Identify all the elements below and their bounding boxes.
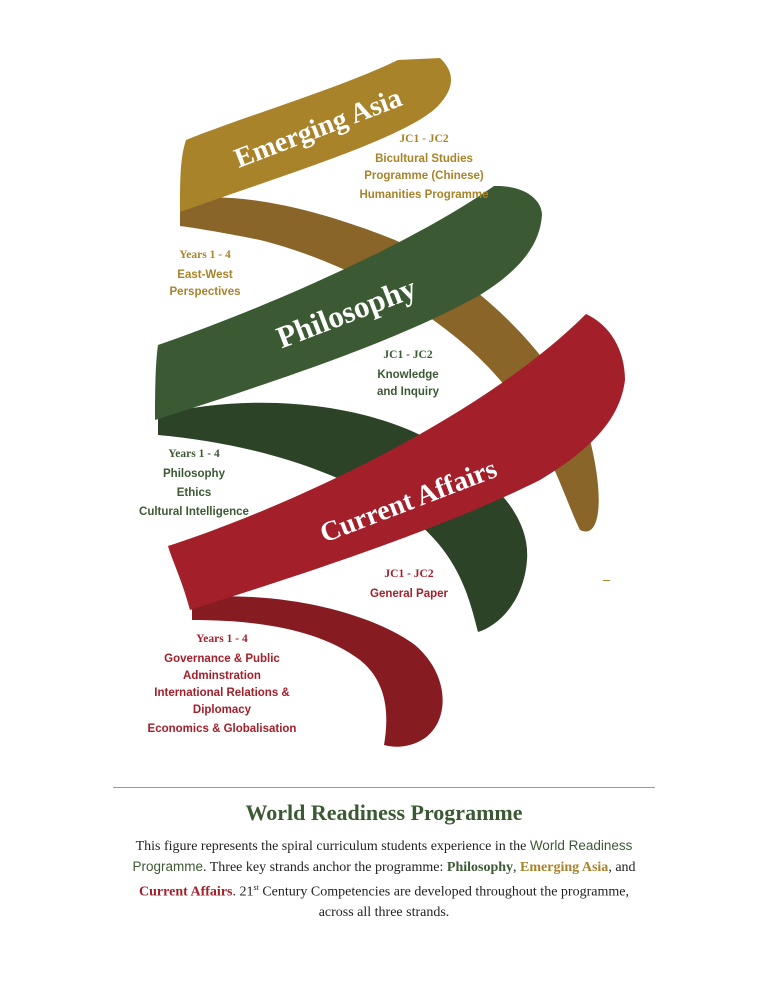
caption-text: Century Competencies are developed throu… (258, 884, 629, 920)
label-item: Humanities Programme (359, 189, 489, 201)
page-title: World Readiness Programme (245, 800, 523, 825)
caption-programme-name: World Readiness Programme (132, 838, 633, 874)
caption-current-affairs: Current Affairs (139, 884, 233, 900)
label-item: Philosophy (163, 468, 225, 480)
philosophy-band (155, 185, 542, 420)
label-item: Governance & Public Adminstration (164, 653, 280, 682)
label-item: International Relations & Diplomacy (154, 687, 290, 716)
caption-text: . 21 (232, 884, 254, 900)
current-affairs-band (168, 314, 625, 610)
philosophy-jc-label: JC1 - JC2 Knowledge and Inquiry (358, 347, 458, 401)
label-heading: Years 1 - 4 (168, 448, 220, 460)
label-item: General Paper (370, 588, 448, 600)
label-heading: JC1 - JC2 (383, 349, 433, 361)
label-heading: Years 1 - 4 (196, 633, 248, 645)
caption-text: , and (608, 860, 636, 875)
emerging-asia-jc-label: JC1 - JC2 Bicultural Studies Programme (… (344, 131, 504, 204)
caption-text: . Three key strands anchor the programme… (203, 860, 447, 875)
label-item: Knowledge and Inquiry (377, 369, 439, 398)
divider (113, 787, 655, 788)
label-item: Bicultural Studies Programme (Chinese) (364, 153, 484, 182)
emerging-asia-band (180, 58, 452, 212)
label-item: East-West Perspectives (169, 269, 241, 298)
caption-superscript: st (253, 883, 259, 892)
philosophy-years-label: Years 1 - 4 Philosophy Ethics Cultural I… (124, 446, 264, 521)
spiral-diagram: Emerging Asia Philosophy Current Affairs (155, 58, 625, 747)
current-affairs-back-band (192, 596, 443, 747)
decorative-tick (603, 580, 610, 581)
caption-text: , (513, 860, 521, 875)
label-item: Economics & Globalisation (147, 723, 297, 735)
label-heading: Years 1 - 4 (179, 249, 231, 261)
caption-text: This figure represents the spiral curric… (135, 839, 530, 854)
caption-philosophy: Philosophy (446, 860, 514, 875)
emerging-asia-years-label: Years 1 - 4 East-West Perspectives (150, 247, 260, 301)
current-affairs-years-label: Years 1 - 4 Governance & Public Adminstr… (137, 631, 307, 738)
caption-emerging-asia: Emerging Asia (520, 860, 609, 875)
label-item: Cultural Intelligence (139, 506, 249, 518)
label-heading: JC1 - JC2 (399, 133, 449, 145)
label-item: Ethics (176, 487, 212, 499)
figure-caption: This figure represents the spiral curric… (120, 836, 648, 923)
current-affairs-jc-label: JC1 - JC2 General Paper (359, 566, 459, 603)
label-heading: JC1 - JC2 (384, 568, 434, 580)
